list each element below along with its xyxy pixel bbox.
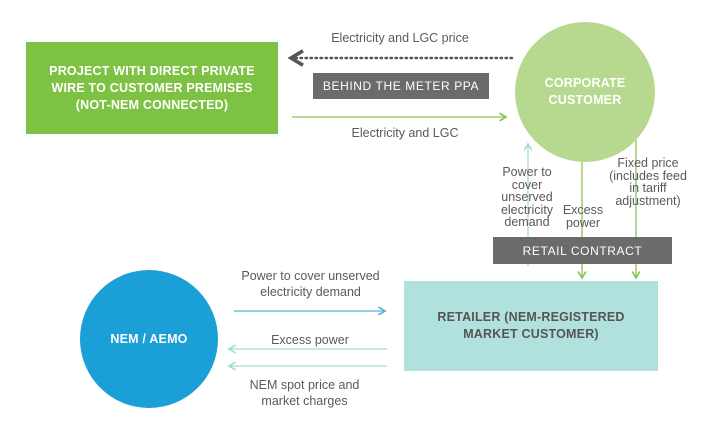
power-cover-horizontal-label: Power to cover unserved electricity dema… xyxy=(241,269,380,299)
nem-aemo-label: NEM / AEMO xyxy=(110,331,188,346)
excess-horizontal-label: Excess power xyxy=(271,333,349,347)
project-box: PROJECT WITH DIRECT PRIVATE WIRE TO CUST… xyxy=(26,42,278,134)
behind-the-meter-ppa-tag: BEHIND THE METER PPA xyxy=(313,73,489,99)
ppa-tag-text: BEHIND THE METER PPA xyxy=(322,79,480,93)
retail-contract-tag-text: RETAIL CONTRACT xyxy=(522,243,643,258)
electricity-lgc-flow-label: Electricity and LGC xyxy=(351,126,459,140)
power-cover-vertical-label: Power to cover unserved electricity dema… xyxy=(500,165,554,229)
project-label: PROJECT WITH DIRECT PRIVATE WIRE TO CUST… xyxy=(49,63,255,112)
retailer-label: RETAILER (NEM-REGISTERED MARKET CUSTOMER… xyxy=(437,310,625,341)
excess-vertical-label: Excess power xyxy=(562,203,604,230)
retailer-box: RETAILER (NEM-REGISTERED MARKET CUSTOMER… xyxy=(404,281,658,371)
price-flow-label: Electricity and LGC price xyxy=(331,31,469,45)
spot-price-label: NEM spot price and market charges xyxy=(249,378,360,408)
fixed-price-label: Fixed price (includes feed in tariff adj… xyxy=(609,156,687,208)
corporate-customer-label: CORPORATE CUSTOMER xyxy=(544,76,626,107)
retail-contract-tag: RETAIL CONTRACT xyxy=(493,237,672,264)
corporate-customer-circle: CORPORATE CUSTOMER xyxy=(515,22,655,162)
nem-aemo-circle: NEM / AEMO xyxy=(80,270,218,408)
